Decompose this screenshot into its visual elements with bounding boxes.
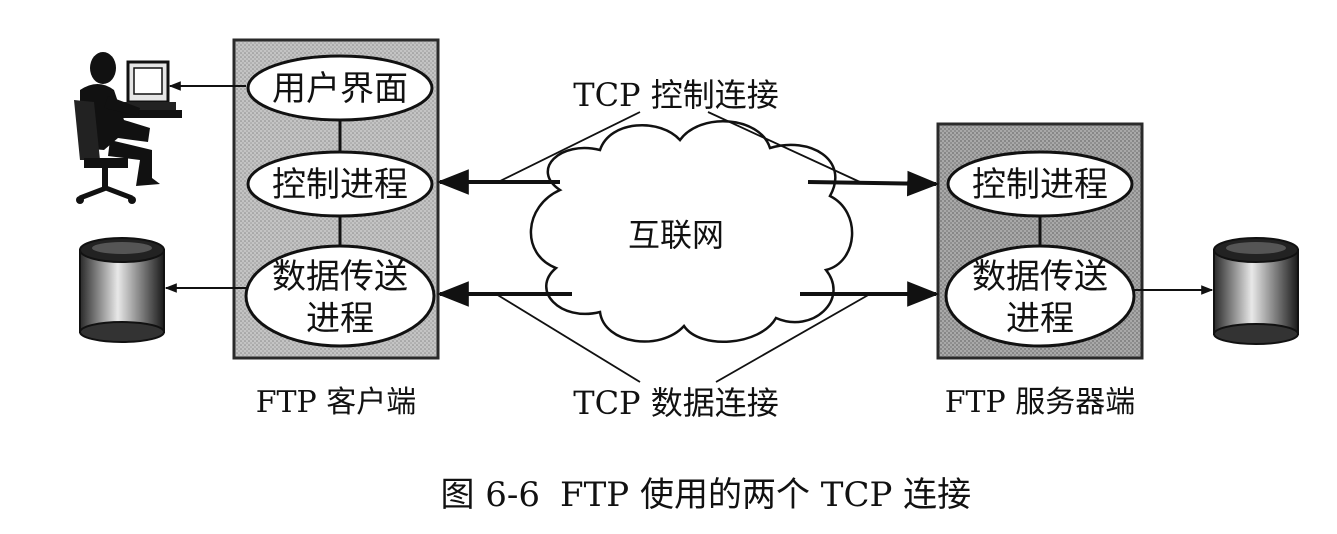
internet-cloud-icon	[529, 120, 854, 343]
server-control-label: 控制进程	[972, 165, 1108, 205]
ftp-server-label: FTP 服务器端	[945, 385, 1136, 420]
tcp-data-connection-label: TCP 数据连接	[573, 384, 779, 422]
client-control-label: 控制进程	[272, 165, 408, 205]
server-data-label-1: 数据传送	[972, 257, 1108, 297]
client-disk-icon	[79, 237, 165, 343]
server-control-oval: 控制进程	[946, 150, 1134, 218]
local-arrows	[164, 81, 1214, 295]
client-data-oval: 数据传送 进程	[244, 244, 436, 348]
server-disk-icon	[1213, 237, 1299, 345]
figure-number: 图 6-6	[440, 475, 540, 515]
client-data-label-1: 数据传送	[272, 257, 408, 297]
client-data-label-2: 进程	[306, 299, 374, 339]
figure-caption: FTP 使用的两个 TCP 连接	[560, 475, 971, 515]
user-at-computer-icon	[74, 52, 182, 204]
internet-label: 互联网	[628, 216, 724, 254]
client-ui-label: 用户界面	[272, 69, 408, 109]
client-ui-oval: 用户界面	[246, 54, 434, 122]
server-data-oval: 数据传送 进程	[944, 244, 1136, 348]
server-data-label-2: 进程	[1006, 299, 1074, 339]
label-pointer-lines	[495, 111, 871, 383]
client-control-oval: 控制进程	[246, 150, 434, 218]
tcp-control-connection-label: TCP 控制连接	[573, 76, 779, 114]
ftp-client-label: FTP 客户端	[256, 385, 417, 420]
